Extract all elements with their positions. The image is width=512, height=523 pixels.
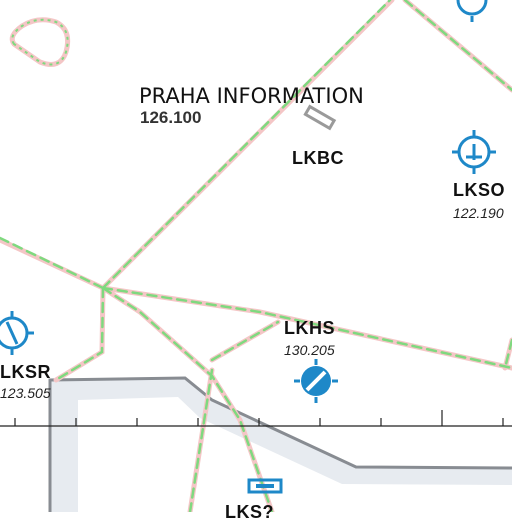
aerodrome-label-lkbc[interactable]: LKBC [292, 148, 344, 168]
aeronautical-map[interactable] [0, 0, 512, 512]
aerodrome-lkhs-icon[interactable] [294, 359, 338, 403]
aerodrome-label-lkso[interactable]: LKSO [453, 180, 506, 200]
fir-frequency-label: 126.100 [140, 108, 202, 127]
aerodrome-top-icon[interactable] [456, 0, 488, 22]
aerodrome-lkbc-icon[interactable] [303, 104, 337, 131]
fir-name-label: PRAHA INFORMATION [139, 84, 364, 108]
aerodrome-frequency-lkso: 122.190 [453, 205, 504, 221]
aerodrome-label-bottom[interactable]: LKS? [225, 502, 274, 522]
aerodrome-label-lksr[interactable]: LKSR [0, 362, 51, 382]
aerodrome-lksr-icon[interactable] [0, 311, 34, 355]
aerodrome-label-lkhs[interactable]: LKHS [284, 318, 335, 338]
aerodrome-bottom-icon[interactable] [247, 478, 283, 494]
restricted-area [9, 17, 71, 67]
route-lines [0, 0, 512, 512]
scale-bar [0, 410, 512, 427]
aerodrome-frequency-lkhs: 130.205 [284, 342, 335, 358]
aerodrome-lkso-icon[interactable] [452, 130, 496, 174]
aerodrome-frequency-lksr: 123.505 [0, 385, 51, 401]
